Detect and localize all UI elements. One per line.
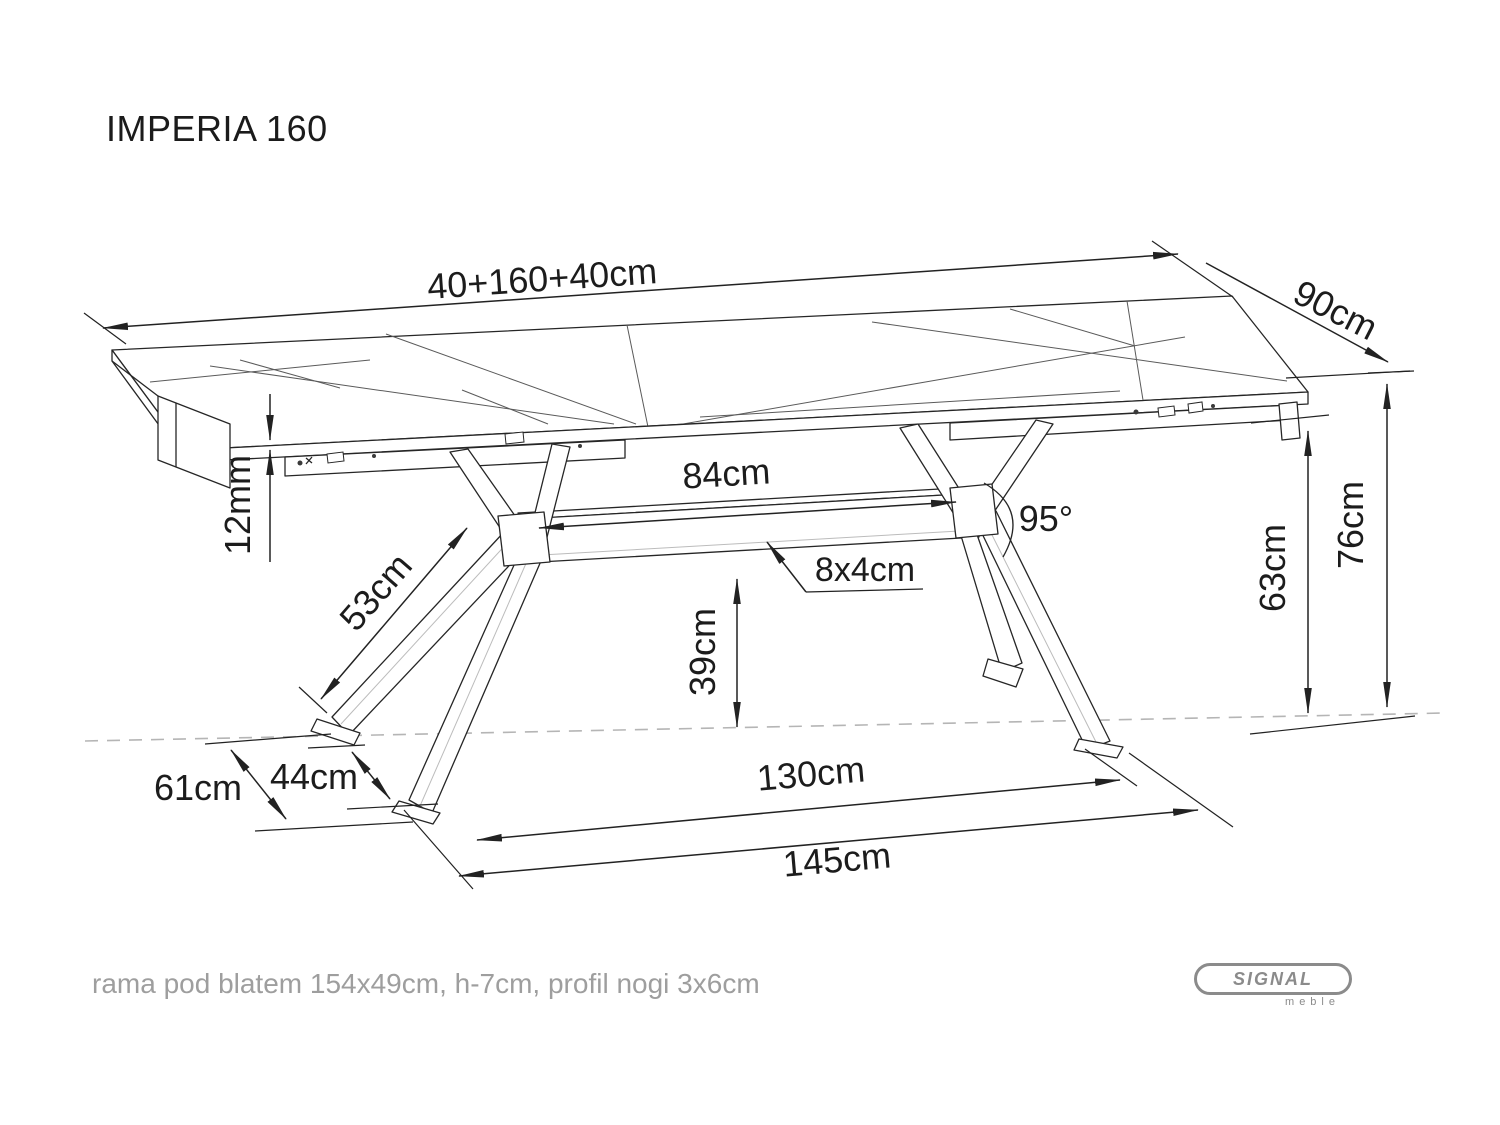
dim-label-feet-span-inner: 130cm	[755, 748, 866, 798]
dim-label-underframe-height: 63cm	[1252, 524, 1293, 612]
dim-label-base-depth-outer: 61cm	[154, 767, 242, 808]
dim-label-stretcher-profile: 8x4cm	[815, 551, 915, 589]
dim-label-stretcher-floor-clearance: 39cm	[682, 608, 723, 696]
foot-front-right	[1073, 738, 1124, 759]
brand-logo-subtext: meble	[1285, 996, 1340, 1008]
dim-label-feet-span-outer: 145cm	[781, 834, 892, 884]
joint-plate-right	[949, 483, 999, 539]
dimension-annotations: 40+160+40cm 90cm 12mm 53cm 84cm 8x4cm 95…	[83, 240, 1416, 890]
angle-arc	[983, 482, 1014, 558]
center-latch	[504, 431, 525, 445]
foot-front-left	[391, 800, 441, 825]
dim-label-leg-angle: 95°	[1019, 498, 1073, 539]
tabletop	[111, 295, 1309, 489]
dim-label-stretcher-length: 84cm	[681, 450, 771, 496]
brand-logo: SIGNAL meble	[1194, 963, 1352, 1008]
dim-label-top-thickness: 12mm	[217, 455, 258, 555]
dim-label-top-depth: 90cm	[1287, 272, 1384, 348]
leg-assembly-right	[899, 419, 1124, 759]
dim-label-table-height: 76cm	[1330, 481, 1371, 569]
dim-label-leg-arm-length: 53cm	[331, 545, 420, 638]
dim-label-base-depth-inner: 44cm	[270, 756, 358, 797]
joint-plate-left	[497, 511, 551, 567]
foot-rear-right	[982, 658, 1024, 688]
frame-specs-note: rama pod blatem 154x49cm, h-7cm, profil …	[92, 968, 760, 999]
page-title: IMPERIA 160	[106, 108, 328, 149]
dim-label-top-length: 40+160+40cm	[426, 250, 658, 307]
brand-logo-badge: SIGNAL	[1194, 963, 1352, 995]
support-bracket	[1278, 401, 1301, 441]
leaf-seam-left	[626, 324, 649, 428]
floor-dashed-line	[84, 712, 1446, 742]
marble-veins	[149, 308, 1288, 429]
